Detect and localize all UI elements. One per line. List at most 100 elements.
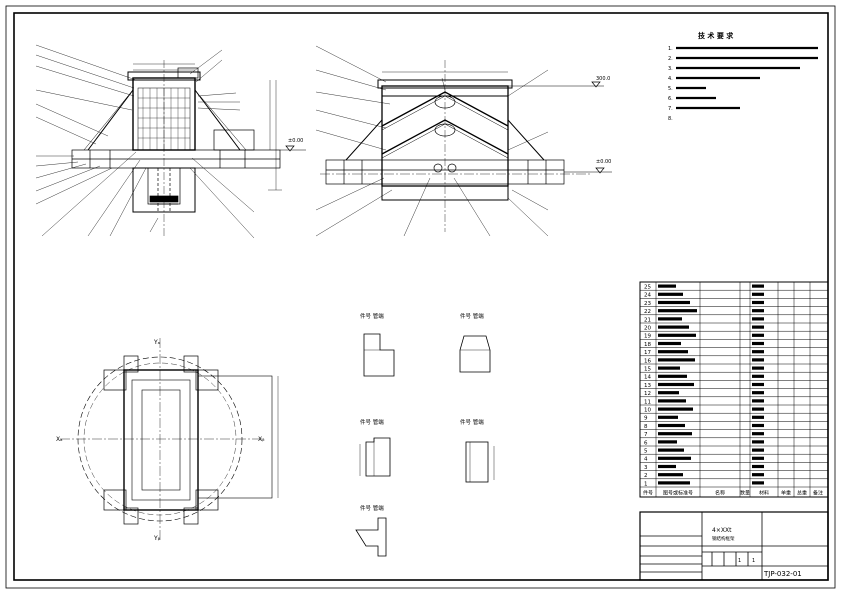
- bom-row-material: [752, 309, 764, 313]
- bom-row-name: [658, 391, 679, 395]
- bom-row-number: 6: [644, 440, 648, 446]
- title-subtitle: 钢结构框架: [712, 535, 735, 542]
- bom-row-number: 24: [644, 293, 651, 299]
- bom-row-number: 15: [644, 367, 651, 373]
- bom-row-name: [658, 300, 690, 305]
- bom-row-material: [752, 358, 764, 362]
- axis-label-xb: Xᵦ: [258, 436, 265, 443]
- bom-row-name: [658, 366, 680, 370]
- bom-row-number: 14: [644, 375, 651, 381]
- note-item-number: 6.: [668, 96, 673, 102]
- bom-row-material: [752, 317, 764, 321]
- note-item-number: 5.: [668, 86, 673, 92]
- bom-row-material: [752, 382, 764, 387]
- bom-row-number: 23: [644, 301, 651, 307]
- bom-row-name: [658, 473, 683, 477]
- bom-row-name: [658, 407, 693, 411]
- bom-header-cell: 数量: [740, 490, 750, 497]
- elevation-label-1: ±0.00: [288, 138, 303, 144]
- bom-header-cell: 名称: [715, 490, 725, 497]
- bom-row-name: [658, 341, 681, 346]
- bom-row-number: 10: [644, 408, 651, 414]
- bom-row-material: [752, 391, 764, 395]
- bom-row-material: [752, 448, 764, 452]
- bom-row-material: [752, 284, 764, 288]
- title-sheet: 1: [752, 558, 755, 564]
- bom-row-name: [658, 309, 697, 313]
- elevation-label-2: 300.0: [596, 76, 610, 82]
- bom-row-material: [752, 325, 764, 329]
- bom-row-name: [658, 317, 682, 321]
- bom-row-material: [752, 432, 764, 436]
- bom-row-material: [752, 423, 764, 428]
- bom-row-number: 11: [644, 399, 651, 405]
- notes-title: 技 术 要 求: [698, 31, 734, 40]
- frame-plan: [123, 369, 199, 511]
- bom-row-material: [752, 399, 764, 403]
- bom-row-number: 1: [644, 481, 648, 487]
- bom-row-material: [752, 333, 764, 337]
- note-item-number: 8.: [668, 116, 673, 122]
- plan-view: [60, 338, 279, 540]
- bom-row-name: [658, 350, 688, 354]
- note-item-number: 2.: [668, 56, 673, 62]
- title-name: 4×XXt: [712, 527, 732, 534]
- bom-row-number: 21: [644, 317, 651, 323]
- note-item-number: 3.: [668, 66, 673, 72]
- bom-row-material: [752, 464, 764, 469]
- note-item-number: 7.: [668, 106, 673, 112]
- bom-row-material: [752, 350, 764, 354]
- bom-row-name: [658, 481, 690, 485]
- bom-row-name: [658, 423, 685, 428]
- bom-row-number: 22: [644, 309, 651, 315]
- bom-row-name: [658, 432, 692, 436]
- outer-border: [5, 5, 836, 589]
- bom-row-material: [752, 440, 764, 444]
- bom-row-material: [752, 407, 764, 411]
- bom-row-number: 7: [644, 432, 648, 438]
- bom-row-material: [752, 415, 764, 419]
- detail-views: [355, 333, 495, 557]
- bom-row-number: 5: [644, 449, 648, 455]
- bom-row-name: [658, 284, 676, 288]
- bom-row-number: 3: [644, 465, 648, 471]
- bom-row-name: [658, 333, 696, 337]
- bom-row-name: [658, 456, 691, 460]
- bom-header-cell: 单重: [781, 490, 791, 497]
- bom-row-name: [658, 399, 686, 403]
- note-item-number: 1.: [668, 46, 673, 52]
- bom-row-name: [658, 415, 678, 419]
- bom-row-number: 2: [644, 473, 648, 479]
- bom-row-name: [658, 382, 694, 387]
- bom-row-material: [752, 473, 764, 477]
- bom-row-number: 18: [644, 342, 651, 348]
- bom-row-name: [658, 374, 687, 378]
- bom-header-cell: 图号或标准号: [663, 490, 693, 497]
- bom-row-name: [658, 292, 683, 296]
- left-elevation-view: [35, 44, 306, 239]
- bom-row-number: 25: [644, 285, 651, 291]
- bom-header-cell: 件号: [643, 490, 653, 497]
- bom-row-number: 12: [644, 391, 651, 397]
- right-elevation-view: [315, 45, 612, 237]
- detail-label-1: 件号 管端: [360, 312, 384, 320]
- bom-row-number: 9: [644, 416, 648, 422]
- bom-row-material: [752, 341, 764, 346]
- note-item-number: 4.: [668, 76, 673, 82]
- detail-label-5: 件号 管端: [360, 504, 384, 512]
- title-scale: 1: [738, 558, 741, 564]
- bom-row-material: [752, 292, 764, 296]
- axis-label-yb: Yᵦ: [153, 535, 161, 542]
- bom-row-name: [658, 440, 677, 444]
- bom-row-name: [658, 464, 676, 469]
- detail-label-4: 件号 管端: [460, 418, 484, 426]
- bom-row-number: 4: [644, 457, 648, 463]
- bom-row-material: [752, 300, 764, 305]
- bom-header-cell: 材料: [759, 490, 769, 497]
- bom-row-number: 20: [644, 326, 651, 332]
- technical-notes: 技 术 要 求 1. 2. 3. 4. 5. 6. 7. 8.: [668, 31, 818, 122]
- bom-row-name: [658, 448, 684, 452]
- bom-row-material: [752, 456, 764, 460]
- bom-header-cell: 备注: [813, 490, 823, 497]
